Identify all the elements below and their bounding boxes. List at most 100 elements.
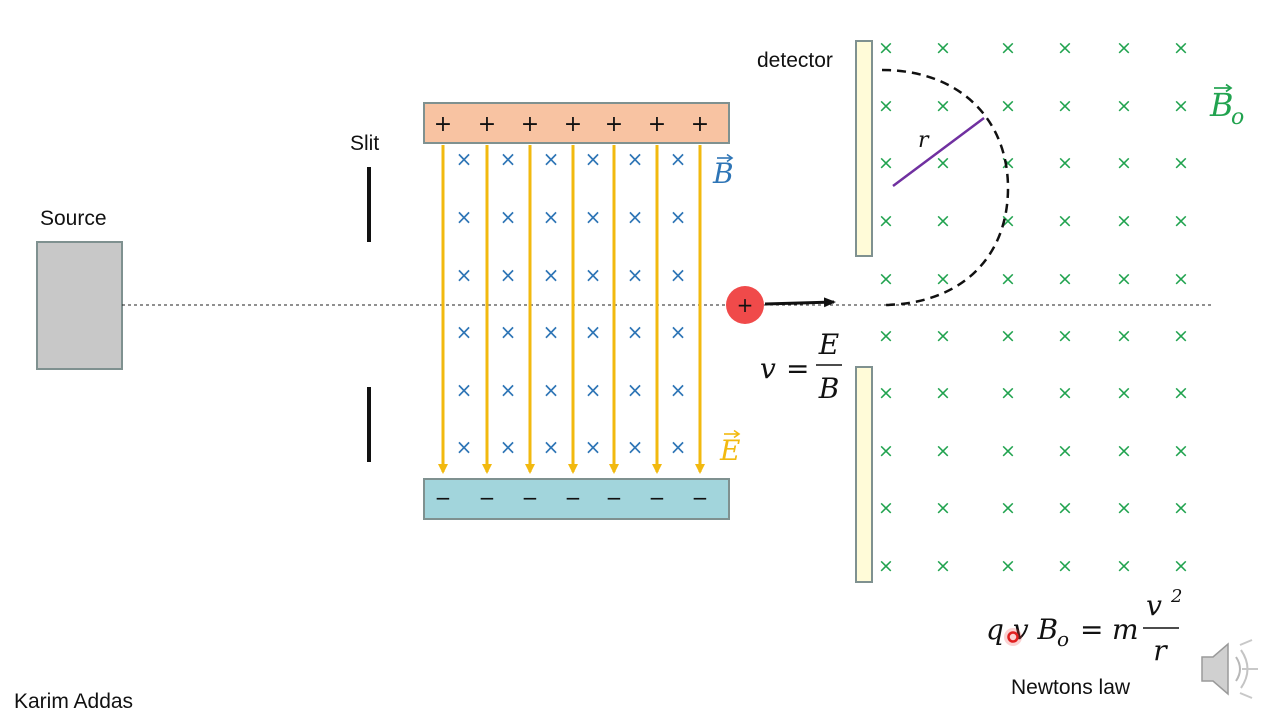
minus-sign: − [565, 486, 582, 510]
b-cross: × [670, 263, 687, 287]
bo-cross: × [878, 440, 894, 462]
b-cross: × [500, 320, 517, 344]
bo-cross: × [878, 37, 894, 59]
bo-cross: × [1057, 440, 1073, 462]
b-cross: × [543, 263, 560, 287]
plus-sign: + [691, 112, 709, 137]
speaker-icon[interactable] [1201, 639, 1258, 699]
b-cross: × [543, 147, 560, 171]
b-cross: × [456, 435, 473, 459]
bo-cross: × [1116, 37, 1132, 59]
b-cross: × [627, 320, 644, 344]
bo-cross: × [1000, 152, 1016, 174]
bo-cross: × [1057, 325, 1073, 347]
svg-text:B: B [712, 157, 734, 190]
b-cross: × [627, 205, 644, 229]
svg-text:B: B [818, 372, 840, 405]
bo-cross: × [1000, 325, 1016, 347]
electric-field-lines [438, 145, 705, 474]
minus-sign: − [692, 486, 709, 510]
positive-plate [423, 102, 730, 144]
bo-cross: × [1116, 95, 1132, 117]
bo-cross: × [1173, 37, 1189, 59]
svg-text:m: m [1112, 613, 1139, 646]
bo-cross: × [935, 37, 951, 59]
bo-cross: × [1173, 497, 1189, 519]
bo-cross: × [1173, 325, 1189, 347]
bo-cross: × [1057, 210, 1073, 232]
bo-cross: × [935, 497, 951, 519]
radius-label: r [918, 128, 930, 153]
bo-cross: × [1000, 382, 1016, 404]
radius-line [892, 116, 985, 188]
b-cross: × [500, 205, 517, 229]
svg-text:2: 2 [1170, 586, 1182, 607]
b-cross: × [543, 378, 560, 402]
bo-cross: × [878, 152, 894, 174]
bo-cross: × [1173, 210, 1189, 232]
bo-cross: × [935, 210, 951, 232]
bo-cross: × [1173, 440, 1189, 462]
minus-sign: − [522, 486, 539, 510]
bo-cross: × [1057, 152, 1073, 174]
b-field-label: B [712, 153, 734, 190]
minus-sign: − [435, 486, 452, 510]
b-cross: × [627, 147, 644, 171]
bo-cross: × [878, 325, 894, 347]
b-cross: × [543, 205, 560, 229]
bo-cross: × [1116, 555, 1132, 577]
b-cross: × [627, 263, 644, 287]
bo-cross: × [1173, 382, 1189, 404]
svg-text:=: = [1080, 613, 1103, 646]
bo-cross: × [1057, 555, 1073, 577]
bo-cross: × [935, 152, 951, 174]
b-cross: × [670, 378, 687, 402]
b-cross: × [585, 147, 602, 171]
bo-cross: × [1000, 268, 1016, 290]
bo-field-crosses: × × × × × × × × × × × × × × × × × × × × × × × × × × × × × × × × × × × × × × × ×… [878, 37, 1189, 577]
bo-cross: × [935, 555, 951, 577]
bo-cross: × [1116, 382, 1132, 404]
bo-cross: × [1057, 268, 1073, 290]
b-cross: × [456, 205, 473, 229]
bo-cross: × [935, 440, 951, 462]
b-cross: × [456, 320, 473, 344]
source-box [36, 241, 123, 370]
svg-text:v: v [1146, 589, 1162, 622]
b-cross: × [670, 147, 687, 171]
b-cross: × [627, 435, 644, 459]
b-cross: × [670, 435, 687, 459]
bo-cross: × [1173, 555, 1189, 577]
velocity-equation: v = E B [760, 328, 842, 405]
bo-cross: × [935, 382, 951, 404]
e-field-label: E [719, 429, 740, 467]
svg-text:o: o [1057, 627, 1069, 651]
bo-cross: × [1116, 152, 1132, 174]
b-cross: × [500, 147, 517, 171]
b-cross: × [543, 435, 560, 459]
negative-plate [423, 478, 730, 520]
plus-sign: + [648, 112, 666, 137]
bo-cross: × [935, 95, 951, 117]
bo-cross: × [1000, 210, 1016, 232]
bo-cross: × [878, 95, 894, 117]
bo-cross: × [878, 382, 894, 404]
newtons-law-caption: Newtons law [1011, 676, 1131, 699]
bo-cross: × [1116, 497, 1132, 519]
minus-sign: − [649, 486, 666, 510]
bo-cross: × [1173, 152, 1189, 174]
bo-field-label: B o [1209, 83, 1244, 130]
bo-cross: × [1000, 95, 1016, 117]
bo-cross: × [1000, 440, 1016, 462]
bo-cross: × [1057, 382, 1073, 404]
bo-cross: × [1057, 497, 1073, 519]
bo-cross: × [935, 325, 951, 347]
pointer-glow [1004, 628, 1022, 646]
b-cross: × [500, 263, 517, 287]
minus-sign: − [606, 486, 623, 510]
slit-label: Slit [350, 132, 379, 155]
bo-cross: × [1116, 210, 1132, 232]
bo-cross: × [878, 268, 894, 290]
b-cross: × [456, 378, 473, 402]
